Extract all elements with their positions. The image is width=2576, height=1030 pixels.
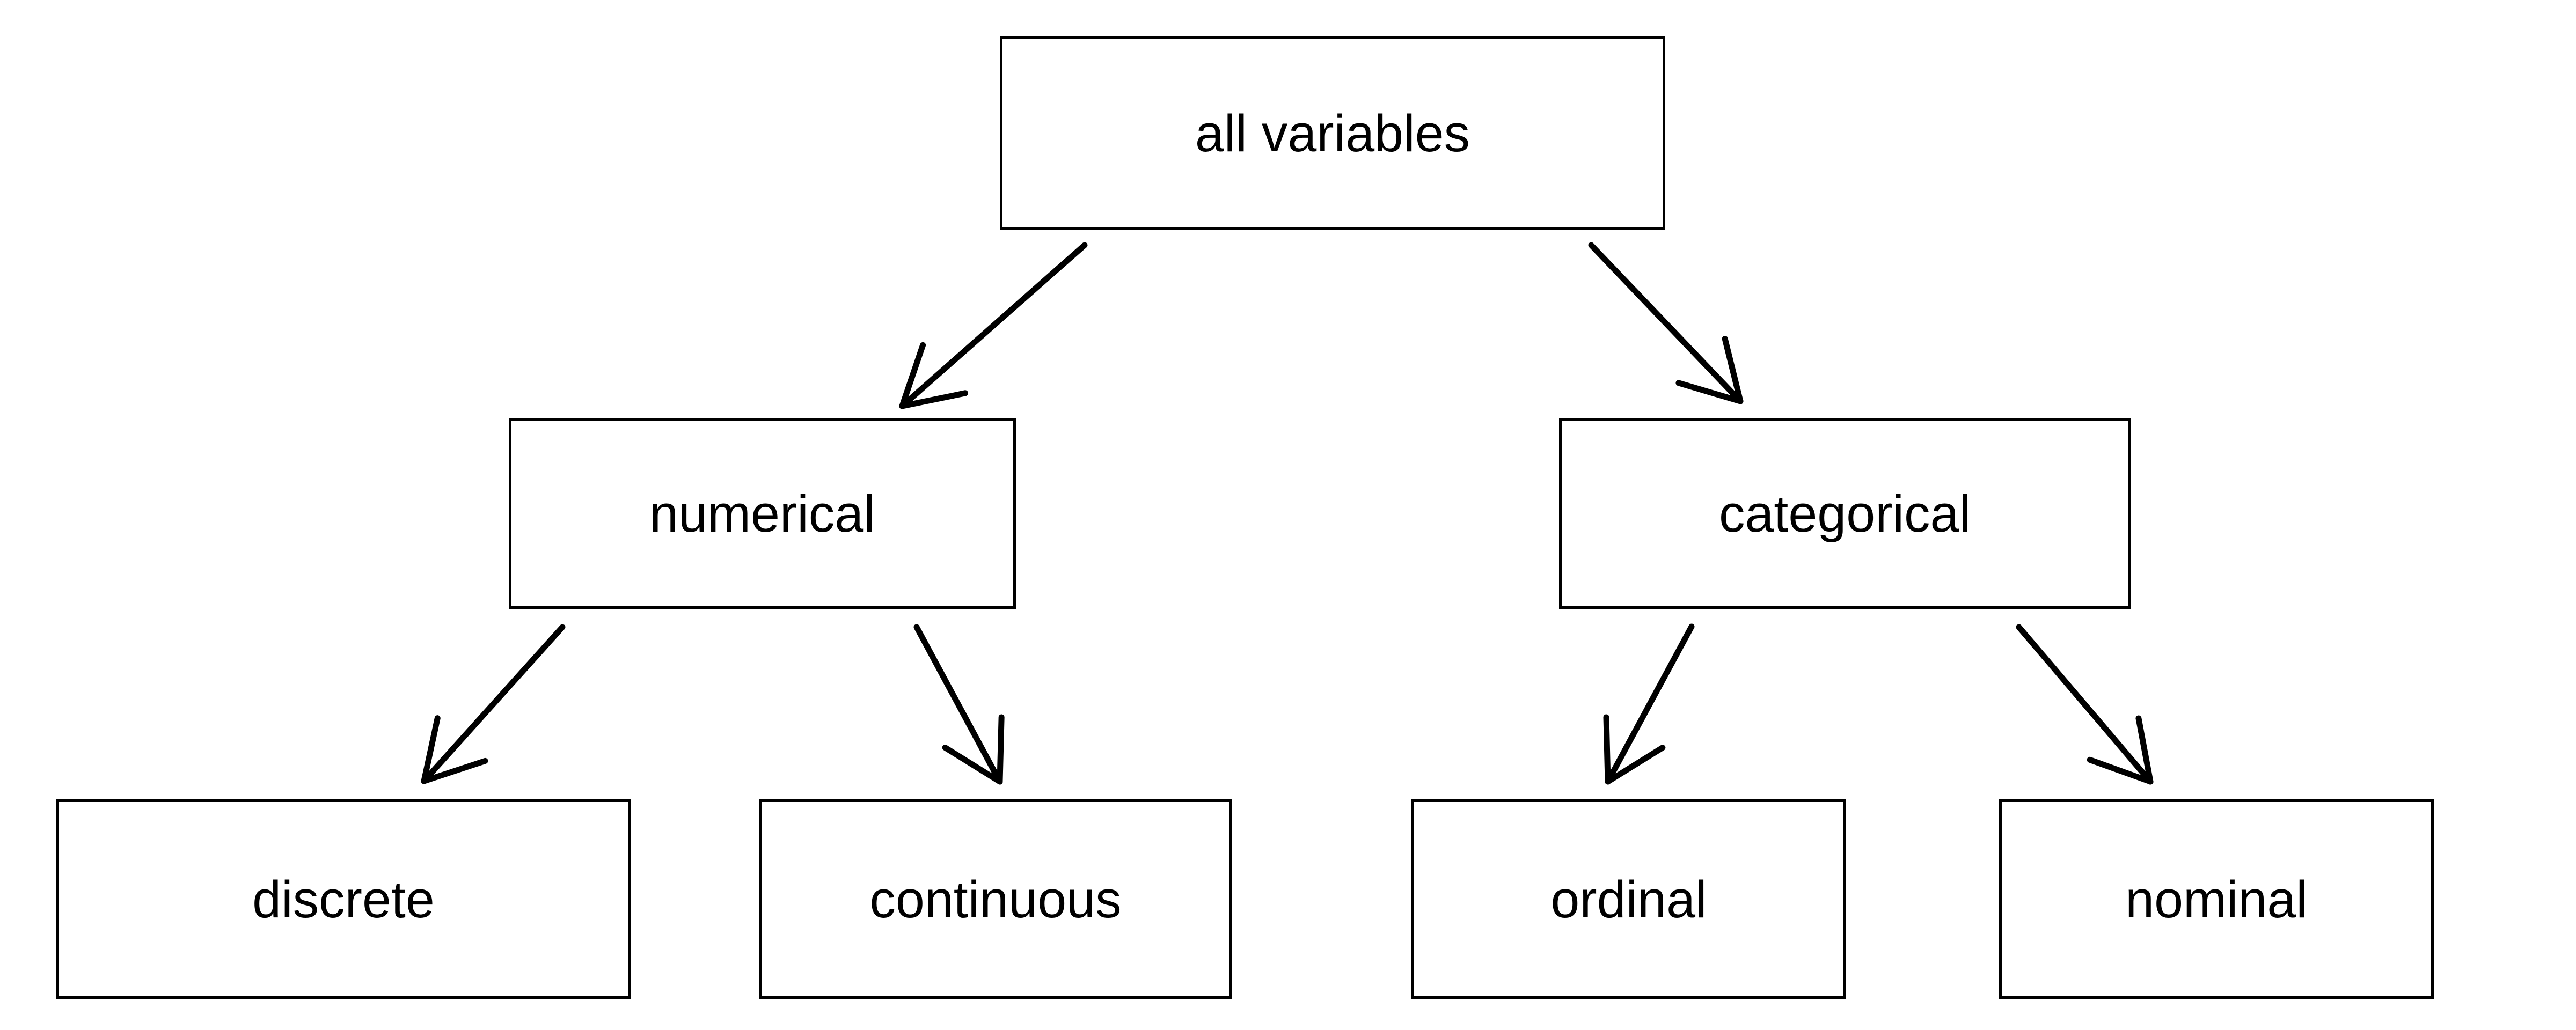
node-label-continuous: continuous [869, 870, 1122, 929]
edge-categorical-ordinal [1605, 623, 1695, 785]
edge-numerical-continuous [913, 624, 1003, 785]
node-continuous[interactable]: continuous [759, 799, 1232, 999]
node-ordinal[interactable]: ordinal [1411, 799, 1846, 999]
node-label-categorical: categorical [1718, 484, 1971, 543]
edge-numerical-continuous-arrowhead-icon [942, 714, 1005, 785]
edge-categorical-nominal [2016, 624, 2154, 785]
edge-all-variables-numerical-arrowhead-icon [899, 342, 969, 409]
edge-all-variables-categorical-arrowhead-icon [1675, 336, 1744, 404]
node-label-discrete: discrete [252, 870, 435, 929]
node-all-variables[interactable]: all variables [1000, 36, 1665, 230]
node-label-nominal: nominal [2125, 870, 2308, 929]
node-label-ordinal: ordinal [1550, 870, 1707, 929]
edge-categorical-ordinal-arrowhead-icon [1603, 714, 1666, 785]
edge-numerical-discrete-arrowhead-icon [421, 715, 488, 784]
edge-numerical-discrete [421, 624, 566, 784]
node-label-all-variables: all variables [1195, 104, 1470, 163]
node-discrete[interactable]: discrete [56, 799, 631, 999]
edge-all-variables-numerical [899, 242, 1088, 409]
node-categorical[interactable]: categorical [1559, 418, 2131, 609]
node-numerical[interactable]: numerical [509, 418, 1016, 609]
edge-all-variables-categorical [1588, 242, 1744, 404]
edge-categorical-nominal-arrowhead-icon [2087, 715, 2154, 785]
node-nominal[interactable]: nominal [1999, 799, 2434, 999]
node-label-numerical: numerical [649, 484, 875, 543]
